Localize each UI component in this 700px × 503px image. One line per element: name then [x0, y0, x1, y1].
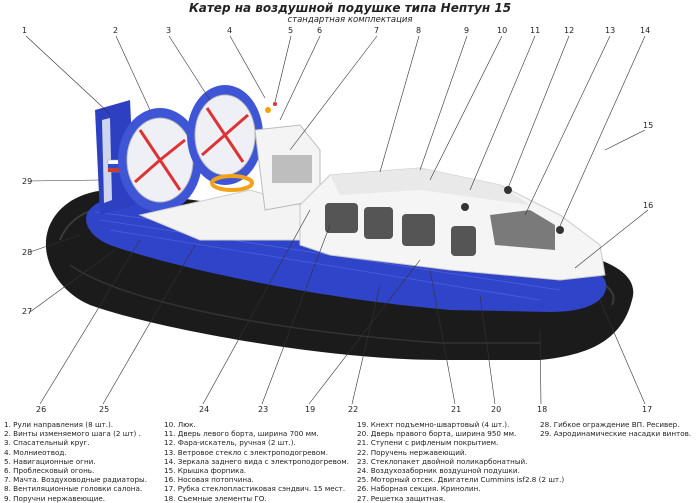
callout-22: 22 — [348, 405, 358, 414]
window — [364, 207, 393, 239]
legend-item: 18. Съемные элементы ГО. — [164, 493, 267, 503]
windshield — [490, 210, 555, 250]
legend-column-3: 19. Кнехт подъемно-швартовый (4 шт.). 20… — [357, 420, 564, 503]
legend-item: 16. Носовая потопчина. — [164, 475, 254, 485]
callout-9: 9 — [464, 26, 469, 35]
callout-13: 13 — [605, 26, 615, 35]
legend-item: 14. Зеркала заднего вида с электроподогр… — [164, 456, 349, 466]
legend-item: 6. Проблесковый огонь. — [4, 465, 95, 475]
legend-item: 26. Наборная секция. Кринолин. — [357, 484, 481, 494]
callout-3: 3 — [166, 26, 171, 35]
legend-item: 9. Поручни нержавеющие. — [4, 493, 106, 503]
legend-item: 27. Решетка защитная. — [357, 493, 446, 503]
callout-19: 19 — [305, 405, 315, 414]
callout-2: 2 — [113, 26, 118, 35]
legend-item: 8. Вентиляционные головки салона. — [4, 484, 143, 494]
legend-item: 15. Крышка форпика. — [164, 465, 247, 475]
callout-25: 25 — [99, 405, 109, 414]
legend-item: 20. Дверь правого борта, ширина 950 мм. — [357, 429, 517, 439]
legend-item: 29. Аэродинамические насадки винтов. — [540, 429, 692, 439]
callout-28: 28 — [22, 248, 32, 257]
callout-18: 18 — [537, 405, 547, 414]
legend-item: 21. Ступени с рифленым покрытием. — [357, 438, 499, 448]
callout-20: 20 — [491, 405, 501, 414]
window — [402, 214, 435, 246]
callout-15: 15 — [643, 121, 653, 130]
legend-item: 7. Мачта. Воздуховодные радиаторы. — [4, 475, 147, 485]
legend-item: 5. Навигационные огни. — [4, 456, 96, 466]
window — [325, 203, 358, 233]
window — [451, 226, 476, 256]
legend-item: 2. Винты изменяемого шага (2 шт) . — [4, 429, 141, 439]
callout-21: 21 — [451, 405, 461, 414]
diagram-subtitle: стандартная комплектация — [287, 15, 413, 25]
legend-item: 19. Кнехт подъемно-швартовый (4 шт.). — [357, 420, 510, 429]
callout-27: 27 — [22, 307, 32, 316]
legend-item: 28. Гибкое ограждение ВП. Ресивер. — [540, 420, 680, 429]
callout-23: 23 — [258, 405, 268, 414]
legend-item: 13. Ветровое стекло с электроподогревом. — [164, 447, 328, 457]
legend-item: 17. Рубка стеклопластиковая сэндвич. 15 … — [164, 484, 346, 494]
callout-7: 7 — [374, 26, 379, 35]
callout-1: 1 — [22, 26, 27, 35]
callout-14: 14 — [640, 26, 650, 35]
legend-item: 3. Спасательный круг. — [4, 438, 90, 448]
callout-16: 16 — [643, 201, 653, 210]
legend-item: 11. Дверь левого борта, ширина 700 мм. — [164, 429, 319, 439]
callout-17: 17 — [642, 405, 652, 414]
legend-item: 12. Фара-искатель, ручная (2 шт.). — [164, 438, 296, 448]
legend-item: 25. Моторный отсек. Двигатели Cummins is… — [357, 475, 565, 485]
callout-4: 4 — [227, 26, 232, 35]
callout-6: 6 — [317, 26, 322, 35]
legend-item: 1. Рули направления (8 шт.). — [4, 420, 114, 429]
legend-column-4: 28. Гибкое ограждение ВП. Ресивер. 29. А… — [540, 420, 691, 438]
callout-10: 10 — [497, 26, 507, 35]
callout-12: 12 — [564, 26, 574, 35]
callout-5: 5 — [288, 26, 293, 35]
callout-29: 29 — [22, 177, 32, 186]
callout-11: 11 — [530, 26, 540, 35]
legend-item: 23. Стеклопакет двойной поликарбонатный. — [357, 456, 528, 466]
legend-column-2: 10. Люк. 11. Дверь левого борта, ширина … — [164, 420, 349, 503]
legend-item: 10. Люк. — [164, 420, 196, 429]
callout-8: 8 — [416, 26, 421, 35]
legend-item: 22. Поручень нержавеющий. — [357, 447, 467, 457]
callout-26: 26 — [36, 405, 46, 414]
legend-item: 24. Воздухозаборник воздушной подушки. — [357, 465, 520, 475]
diagram-title: Катер на воздушной подушке типа Нептун 1… — [188, 1, 512, 15]
callout-24: 24 — [199, 405, 209, 414]
legend-column-1: 1. Рули направления (8 шт.). 2. Винты из… — [4, 420, 147, 503]
hovercraft-illustration: 1 2 3 4 5 6 7 8 9 10 11 12 13 14 15 16 1… — [22, 26, 653, 414]
legend-item: 4. Молниеотвод. — [4, 447, 67, 457]
